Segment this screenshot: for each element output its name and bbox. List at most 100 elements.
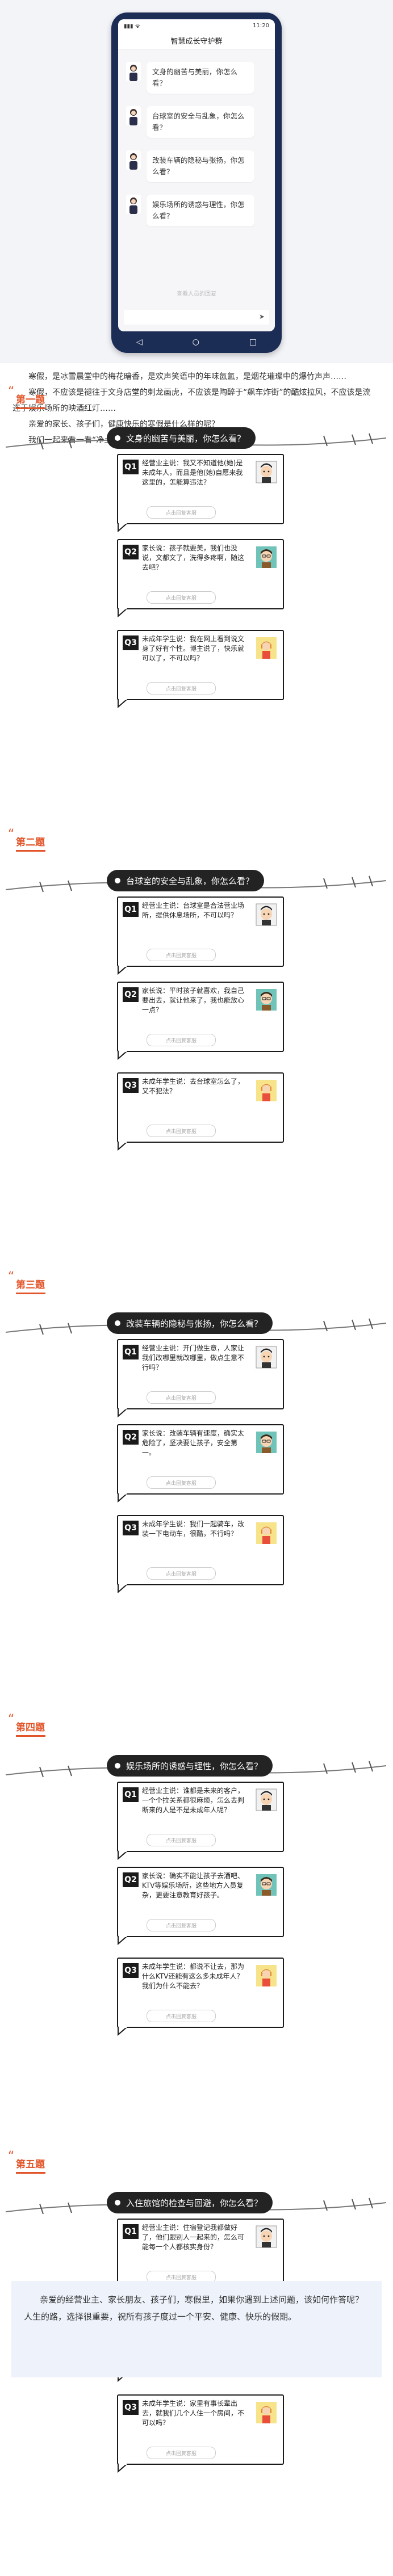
chat-bubble: 改装车辆的隐秘与张扬，你怎么看？ <box>147 150 254 182</box>
reply-button[interactable]: 点击回复客服 <box>147 1034 216 1046</box>
status-time: 11:20 <box>253 22 269 29</box>
chat-message: 娱乐场所的诱惑与理性，你怎么看？ <box>126 195 269 226</box>
phone-frame: ▮▮▮ ᯤ 11:20 智慧成长守护群 文身的幽苦与美丽，你怎么看？ 台球室的安… <box>111 12 282 353</box>
topic-text: 台球室的安全与乱象，你怎么看？ <box>126 875 254 886</box>
question-card: Q3 未成年学生说：我们一起骑车，改装一下电动车，很酷，不行吗？ 点击回复客服 <box>117 1515 284 1593</box>
speech-tail-icon <box>118 1584 128 1593</box>
shop-avatar-icon <box>254 2224 278 2249</box>
send-icon[interactable]: ➤ <box>258 313 265 321</box>
question-card: Q1 经营业主说：开门做生意，人家让我们改哪里就改哪里，做点生意不行吗？ 点击回… <box>117 1339 284 1417</box>
topic-text: 入住旅馆的检查与回避，你怎么看？ <box>126 2198 263 2208</box>
reply-button[interactable]: 点击回复客服 <box>147 949 216 961</box>
chat-message: 文身的幽苦与美丽，你怎么看？ <box>126 62 269 94</box>
chat-message: 改装车辆的隐秘与张扬，你怎么看？ <box>126 150 269 182</box>
chat-input[interactable]: ➤ <box>124 310 269 325</box>
speech-tail-icon <box>118 2464 128 2473</box>
question-card: Q2 家长说：改装车辆有速度，确实太危险了，坚决要让孩子，安全第一。 点击回复客… <box>117 1424 284 1502</box>
heading-underline <box>16 2172 45 2174</box>
phone-showcase: ▮▮▮ ᯤ 11:20 智慧成长守护群 文身的幽苦与美丽，你怎么看？ 台球室的安… <box>0 0 393 363</box>
question-card: Q3 未成年学生说：家里有事长辈出去，就我们几个人住一个房间，不可以吗？ 点击回… <box>117 2394 284 2473</box>
question-text: 家长说：确实不能让孩子去酒吧、KTV等娱乐场所，这些地方入员复杂，更要注意教育好… <box>142 1872 245 1899</box>
question-text: 家长说：平时孩子就喜欢，我自己要出去，就让他来了，我也能放心一点？ <box>142 987 245 1014</box>
reply-button[interactable]: 点击回复客服 <box>147 1834 216 1846</box>
bullet-dot-icon <box>115 1320 120 1326</box>
question-section: “ 第四题 娱乐场所的诱惑与理性，你怎么看？ Q1 经营业主说：谁都是未来的客户… <box>0 1712 393 2139</box>
question-section: “ 第二题 台球室的安全与乱象，你怎么看？ Q1 经营业主说：台球室是合法营业场… <box>0 827 393 1254</box>
quote-mark-icon: “ <box>8 1270 15 1284</box>
back-icon[interactable]: ◁ <box>136 338 143 347</box>
recent-apps-icon[interactable]: □ <box>249 338 257 347</box>
topic-pill: 入住旅馆的检查与回避，你怎么看？ <box>107 2192 273 2213</box>
question-badge: Q1 <box>123 2224 139 2239</box>
speech-tail-icon <box>118 966 128 975</box>
question-text: 经营业主说：我又不知道他(她)是未成年人，而且是他(她)自愿来我这里的，怎能算违… <box>142 459 243 486</box>
intro-paragraph: 寒假，不应该是褪往于文身店堂的刺龙画虎，不应该是陶醉于“飙车炸街”的酷炫拉风，不… <box>12 388 371 413</box>
question-card: Q3 未成年学生说：我在网上看到说文身了好有个性。博主说了，快乐就可以了，不可以… <box>117 630 284 708</box>
question-badge: Q3 <box>123 1963 139 1978</box>
avatar <box>126 106 141 125</box>
question-text: 未成年学生说：都说不让去，那为什么KTV还能有这么多未成年人？我们为什么不能去？ <box>142 1963 245 1990</box>
chat-bubble: 文身的幽苦与美丽，你怎么看？ <box>147 62 254 94</box>
shop-avatar-icon <box>254 1787 278 1812</box>
topic-pill: 台球室的安全与乱象，你怎么看？ <box>107 870 265 891</box>
section-heading: “ 第三题 <box>8 1270 45 1291</box>
section-heading: “ 第一题 <box>8 385 45 406</box>
section-heading-text: 第二题 <box>16 837 45 848</box>
question-text: 未成年学生说：家里有事长辈出去，就我们几个人住一个房间，不可以吗？ <box>142 2400 245 2427</box>
question-badge: Q2 <box>123 1430 139 1445</box>
question-badge: Q2 <box>123 1872 139 1887</box>
reply-button[interactable]: 点击回复客服 <box>147 1391 216 1404</box>
question-card: Q1 经营业主说：谁都是未来的客户，一个个拉关系都很麻烦，怎么去判断来的人是不是… <box>117 1782 284 1860</box>
section-heading: “ 第五题 <box>8 2149 45 2170</box>
reply-button[interactable]: 点击回复客服 <box>147 1567 216 1580</box>
quote-mark-icon: “ <box>8 2149 15 2163</box>
student-avatar-icon <box>254 2400 278 2425</box>
intro-paragraph: 寒假，是冰雪晨堂中的梅花暗香，是欢声笑语中的年味氤氲，是烟花璀璨中的爆竹声声…… <box>28 372 346 381</box>
shop-avatar-icon <box>254 460 278 485</box>
signal-icon: ▮▮▮ ᯤ <box>124 23 140 30</box>
heading-underline <box>16 1293 45 1294</box>
question-badge: Q2 <box>123 545 139 559</box>
section-heading: “ 第二题 <box>8 827 45 848</box>
reply-button[interactable]: 点击回复客服 <box>147 682 216 694</box>
speech-tail-icon <box>118 2027 128 2036</box>
avatar <box>126 150 141 170</box>
reply-button[interactable]: 点击回复客服 <box>147 591 216 604</box>
question-badge: Q1 <box>123 1345 139 1359</box>
reply-button[interactable]: 点击回复客服 <box>147 2010 216 2022</box>
chat-bubble: 台球室的安全与乱象，你怎么看？ <box>147 106 254 138</box>
phone-nav-bar: ◁ ○ □ <box>111 336 282 348</box>
speech-tail-icon <box>118 1936 128 1945</box>
bullet-dot-icon <box>115 435 120 441</box>
heading-underline <box>16 1735 45 1737</box>
question-text: 家长说：改装车辆有速度，确实太危险了，坚决要让孩子，安全第一。 <box>142 1429 245 1457</box>
question-text: 未成年学生说：我在网上看到说文身了好有个性。博主说了，快乐就可以了，不可以吗？ <box>142 635 245 662</box>
question-badge: Q3 <box>123 1521 139 1535</box>
quote-mark-icon: “ <box>8 1712 15 1727</box>
reply-button[interactable]: 点击回复客服 <box>147 506 216 519</box>
section-heading-text: 第四题 <box>16 1722 45 1733</box>
topic-text: 改装车辆的隐秘与张扬，你怎么看？ <box>126 1318 263 1329</box>
home-icon[interactable]: ○ <box>192 338 199 347</box>
reply-button[interactable]: 点击回复客服 <box>147 1919 216 1931</box>
section-heading-text: 第三题 <box>16 1279 45 1291</box>
bullet-dot-icon <box>115 2200 120 2205</box>
parent-avatar-icon <box>254 987 278 1012</box>
topic-pill: 改装车辆的隐秘与张扬，你怎么看？ <box>107 1312 273 1334</box>
question-card: Q1 经营业主说：我又不知道他(她)是未成年人，而且是他(她)自愿来我这里的，怎… <box>117 454 284 532</box>
speech-tail-icon <box>118 699 128 708</box>
speech-tail-icon <box>118 1051 128 1060</box>
reply-button[interactable]: 点击回复客服 <box>147 1125 216 1137</box>
shop-avatar-icon <box>254 902 278 927</box>
section-heading: “ 第四题 <box>8 1712 45 1733</box>
speech-tail-icon <box>118 1142 128 1151</box>
reply-button[interactable]: 点击回复客服 <box>147 2447 216 2459</box>
question-text: 未成年学生说：我们一起骑车，改装一下电动车，很酷，不行吗？ <box>142 1520 245 1538</box>
speech-tail-icon <box>118 608 128 617</box>
speech-tail-icon <box>118 1408 128 1417</box>
section-heading-text: 第一题 <box>16 394 45 406</box>
question-badge: Q3 <box>123 2400 139 2415</box>
speech-tail-icon <box>118 1493 128 1502</box>
reply-button[interactable]: 点击回复客服 <box>147 1476 216 1489</box>
question-card: Q2 家长说：孩子就要美，我们也没说，文都文了，洗得多疼啊，随这去吧？ 点击回复… <box>117 539 284 617</box>
